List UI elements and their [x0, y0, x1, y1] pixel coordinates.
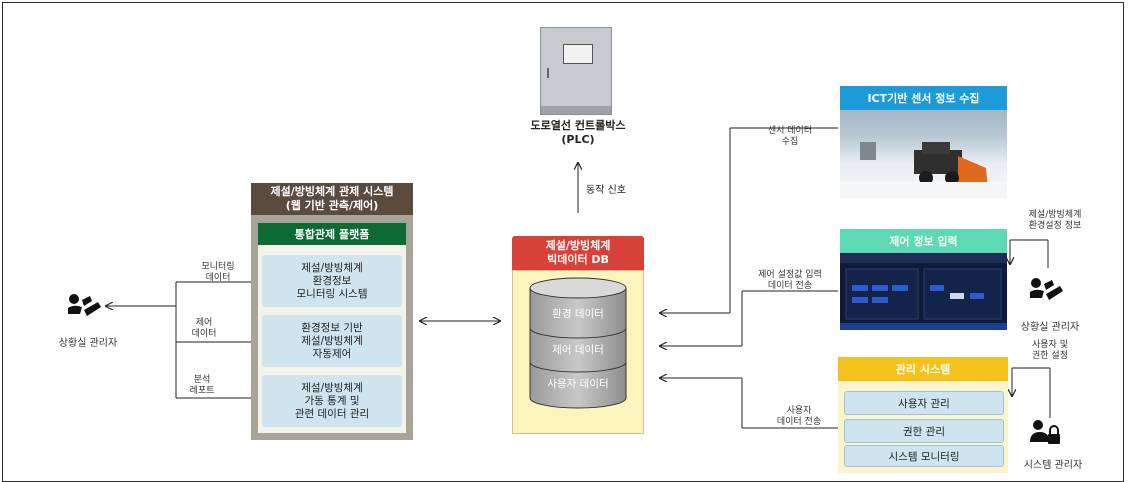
management-title: 관리 시스템: [838, 357, 1008, 381]
control-system-panel: 제설/방빙체계 관제 시스템 (웹 기반 관측/제어) 통합관제 플랫폼 제설/…: [251, 183, 413, 440]
label-line1: 제어: [195, 318, 213, 328]
management-item-permissions: 권한 관리: [844, 419, 1004, 443]
control-input-box: 제어 정보 입력: [840, 229, 1007, 330]
sensor-link-label: 센서 데이터 수집: [752, 126, 828, 148]
db-title: 제설/방빙체계 빅데이터 DB: [512, 236, 644, 270]
snowplow-image: [840, 142, 1007, 198]
plc-handle: [547, 68, 549, 78]
control-screen-image: [840, 253, 1007, 330]
platform-item-line: 제설/방빙체계: [301, 261, 363, 274]
plc-cabinet: [540, 27, 612, 115]
label-line1: 센서 데이터: [767, 126, 813, 136]
platform-item-line: 자동제어: [312, 347, 352, 360]
db-title-line1: 제설/방빙체계: [545, 239, 611, 252]
control-user-note: 제설/방빙체계 환경설정 정보: [1008, 210, 1102, 232]
label-control-data: 제어 데이터: [184, 318, 224, 340]
label-line2: 데이터 전송: [767, 281, 813, 291]
label-monitoring-data: 모니터링 데이터: [190, 262, 246, 284]
db-layer-control: 제어 데이터: [552, 344, 604, 356]
label-line1: 모니터링: [201, 262, 235, 272]
label-line2: 수집: [781, 137, 799, 147]
sensor-box: ICT기반 센서 정보 수집: [840, 86, 1007, 198]
label-line1: 제설/방빙체계: [1028, 210, 1082, 220]
management-user-note: 사용자 및 권한 설정: [1010, 340, 1090, 362]
management-link-label: 사용자 데이터 전송: [764, 406, 834, 428]
platform-item-line: 관련 데이터 관리: [294, 407, 370, 420]
label-line2: 데이터: [205, 273, 231, 283]
db-layer-env: 환경 데이터: [552, 308, 604, 320]
label-line2: 권한 설정: [1032, 351, 1068, 361]
platform-item-line: 제설/방빙체계: [301, 334, 363, 347]
control-input-title: 제어 정보 입력: [840, 229, 1007, 253]
platform-item-statistics: 제설/방빙체계 가동 통계 및 관련 데이터 관리: [262, 375, 402, 427]
label-line2: 레포트: [189, 386, 215, 396]
control-user-label: 상황실 관리자: [1020, 322, 1080, 333]
label-line2: 데이터: [191, 329, 217, 339]
management-item-monitoring: 시스템 모니터링: [844, 445, 1004, 467]
control-system-title-line1: 제설/방빙체계 관제 시스템: [270, 185, 394, 198]
label-line2: 환경설정 정보: [1028, 221, 1082, 231]
platform-item-line: 환경정보: [312, 274, 352, 287]
platform-item-line: 환경정보 기반: [301, 321, 363, 334]
db-layer-user: 사용자 데이터: [547, 378, 609, 390]
label-line1: 분석: [193, 375, 211, 385]
label-line2: 데이터 전송: [776, 417, 822, 427]
control-system-title-line2: (웹 기반 관측/제어): [285, 199, 379, 212]
plc-base: [541, 106, 611, 114]
plc-label: 도로열선 컨트롤박스 (PLC): [506, 119, 650, 147]
platform-item-line: 제설/방빙체계: [301, 381, 363, 394]
control-system-title: 제설/방빙체계 관제 시스템 (웹 기반 관측/제어): [251, 183, 413, 215]
platform-item-monitoring: 제설/방빙체계 환경정보 모니터링 시스템: [262, 255, 402, 307]
platform-item-line: 가동 통계 및: [304, 394, 360, 407]
platform-title: 통합관제 플랫폼: [258, 223, 406, 245]
management-item-users: 사용자 관리: [844, 391, 1004, 415]
label-line1: 사용자: [786, 406, 812, 416]
label-analysis-report: 분석 레포트: [182, 375, 222, 397]
platform-panel: 통합관제 플랫폼 제설/방빙체계 환경정보 모니터링 시스템 환경정보 기반 제…: [258, 223, 406, 433]
label-line1: 제어 설정값 입력: [758, 270, 822, 280]
left-user-label: 상황실 관리자: [58, 338, 118, 349]
platform-item-line: 모니터링 시스템: [296, 287, 368, 300]
plc-label-line2: (PLC): [561, 133, 595, 146]
plc-label-line1: 도로열선 컨트롤박스: [530, 119, 626, 132]
control-link-label: 제어 설정값 입력 데이터 전송: [744, 270, 836, 292]
plc-signal-label: 동작 신호: [586, 185, 626, 196]
platform-item-auto-control: 환경정보 기반 제설/방빙체계 자동제어: [262, 315, 402, 367]
label-line1: 사용자 및: [1032, 340, 1068, 350]
management-box: 관리 시스템 사용자 관리 권한 관리 시스템 모니터링: [838, 357, 1008, 473]
db-title-line2: 빅데이터 DB: [547, 253, 609, 266]
plc-screen: [563, 44, 593, 64]
admin-user-label: 시스템 관리자: [1023, 460, 1083, 471]
sensor-title: ICT기반 센서 정보 수집: [840, 86, 1007, 110]
